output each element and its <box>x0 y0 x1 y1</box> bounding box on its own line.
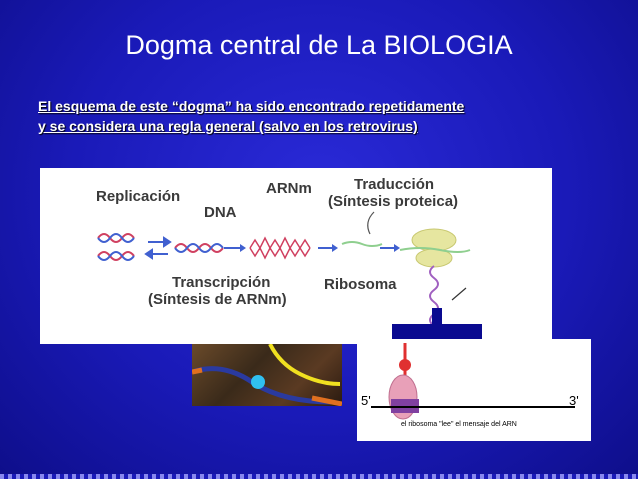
label-traduccion: Traducción <box>354 176 435 193</box>
trna-head-icon <box>399 359 411 371</box>
label-ribosoma: Ribosoma <box>324 276 397 293</box>
ribosome-caption: el ribosoma "lee" el mensaje del ARN <box>401 421 517 428</box>
micrograph-image <box>192 344 342 406</box>
subtitle-line-2: y se considera una regla general (salvo … <box>38 118 418 134</box>
label-replicacion: Replicación <box>96 188 181 205</box>
label-dna: DNA <box>204 204 237 221</box>
ribosome-icon <box>399 228 471 327</box>
dna-helix-pair <box>97 233 135 261</box>
arrow-icon <box>318 244 338 252</box>
arrow-icon <box>224 244 246 252</box>
blue-stand-shape <box>392 308 482 340</box>
slide-title: Dogma central de La BIOLOGIA <box>125 30 513 60</box>
ribosome-reading-panel: 5' 3' el ribosoma "lee" el mensaje del A… <box>357 339 591 441</box>
arrow-icon <box>380 244 400 252</box>
micrograph-strands <box>192 344 342 406</box>
label-arnm: ARNm <box>266 180 312 197</box>
dna-helix <box>174 243 224 253</box>
slide-subtitle: El esquema de este “dogma” ha sido encon… <box>38 96 628 136</box>
five-prime-label: 5' <box>361 393 371 408</box>
transcription-bubble <box>249 236 311 260</box>
central-dogma-diagram: Replicación DNA ARNm Traducción (Síntesi… <box>40 168 552 344</box>
double-arrow-icon <box>144 236 172 260</box>
subtitle-line-1: El esquema de este “dogma” ha sido encon… <box>38 98 465 114</box>
pointer-line <box>367 211 375 235</box>
label-sintesis-arnm: (Síntesis de ARNm) <box>148 291 287 308</box>
ribosome-reading-graphic <box>371 343 575 420</box>
label-sintesis-proteica: (Síntesis proteica) <box>328 193 459 210</box>
bottom-border <box>0 474 638 479</box>
label-transcripcion: Transcripción <box>172 274 271 291</box>
diagram-graphics <box>97 211 471 327</box>
mrna-strand <box>341 241 383 247</box>
three-prime-label: 3' <box>569 393 579 408</box>
